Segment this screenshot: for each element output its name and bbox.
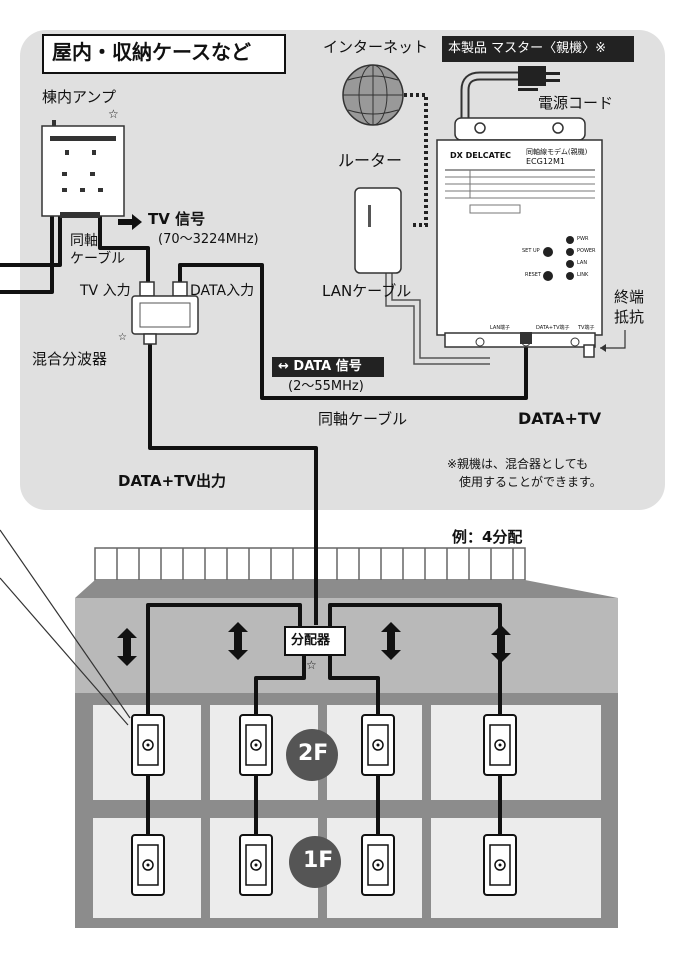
up-down-arrow-icon (117, 622, 511, 666)
amp-label: 棟内アンプ (42, 88, 116, 106)
coax-left-line1: 同軸 (70, 233, 98, 249)
wall-outlet-icon (131, 834, 165, 896)
globe-icon (342, 64, 404, 126)
modem-model-line2: ECG12M1 (526, 157, 566, 166)
amplifier-device (41, 120, 125, 218)
wall-outlet-icon (361, 834, 395, 896)
modem-setup-label: SET UP (522, 248, 540, 254)
floor-2f-label: 2F (298, 741, 329, 766)
modem-port-lan: LAN端子 (490, 325, 511, 331)
note-line2: 使用することができます。 (459, 475, 602, 489)
mixer-star: ☆ (118, 332, 127, 343)
note-line1: ※親機は、混合器としても (447, 457, 589, 471)
terminator-line2: 抵抗 (614, 308, 645, 326)
power-cord-label: 電源コード (538, 94, 614, 112)
floor-1f-circle (289, 836, 341, 888)
data-signal-range: (2〜55MHz) (288, 379, 364, 394)
product-badge: 本製品 マスター〈親機〉※ (448, 41, 607, 56)
floor-1f-label: 1F (303, 848, 334, 873)
wall-outlet-icon (483, 714, 517, 776)
building (75, 547, 618, 928)
wall-outlet-icon (131, 714, 165, 776)
wall-outlet-icon (239, 834, 273, 896)
example-label: 例：4分配 (452, 528, 523, 546)
splitter-label: 分配器 (291, 633, 331, 648)
modem-device (436, 117, 626, 358)
router-label: ルーター (338, 151, 403, 170)
mixer-label: 混合分波器 (32, 350, 108, 368)
wall-outlets (131, 714, 517, 896)
data-tv-label: DATA+TV (518, 409, 602, 428)
modem-led-link: LINK (577, 272, 589, 278)
mixer-tv-input: TV 入力 (80, 283, 131, 299)
modem-brand: DX DELCATEC (450, 151, 512, 160)
floor-2f-circle (286, 729, 338, 781)
modem-port-datatv: DATA+TV端子 (536, 325, 570, 331)
modem-port-tv: TV端子 (578, 325, 595, 331)
product-badge-box (442, 36, 634, 62)
tv-signal-range: (70〜3224MHz) (158, 232, 259, 247)
coax-cables (0, 215, 528, 840)
data-tv-output-label: DATA+TV出力 (118, 472, 226, 490)
router-device (354, 187, 402, 274)
coax-cable-label: 同軸ケーブル (318, 410, 408, 428)
amp-star: ☆ (108, 107, 119, 121)
internet-link (404, 93, 428, 227)
data-signal-text: DATA 信号 (293, 359, 362, 374)
internet-label: インターネット (323, 38, 429, 56)
mixer-splitter-device (131, 281, 199, 345)
modem-led-power: POWER (577, 248, 596, 254)
right-arrow-icon (118, 214, 142, 230)
mixer-data-input: DATA入力 (190, 283, 255, 299)
wall-outlet-icon (483, 834, 517, 896)
power-plug-icon (460, 66, 560, 132)
splitter-device (284, 626, 346, 656)
modem-led-lan: LAN (577, 260, 588, 266)
splitter-star: ☆ (306, 658, 317, 672)
modem-reset-label: RESET (525, 272, 542, 278)
coax-left-line2: ケーブル (70, 251, 126, 267)
lan-cable-label: LANケーブル (322, 282, 412, 300)
header-title: 屋内・収納ケースなど (52, 40, 251, 64)
data-signal-box (272, 357, 384, 377)
lan-cable (385, 270, 490, 365)
wall-outlet-icon (361, 714, 395, 776)
wall-outlet-icon (239, 714, 273, 776)
tv-signal-label: TV 信号 (148, 210, 206, 228)
header-title-box (42, 34, 286, 74)
modem-model-line1: 同軸線モデム(親機) (526, 148, 588, 156)
modem-led-pwr: PWR (577, 236, 589, 242)
data-signal-label: ↔ DATA 信号 (278, 359, 362, 374)
terminator-line1: 終端 (614, 288, 645, 306)
